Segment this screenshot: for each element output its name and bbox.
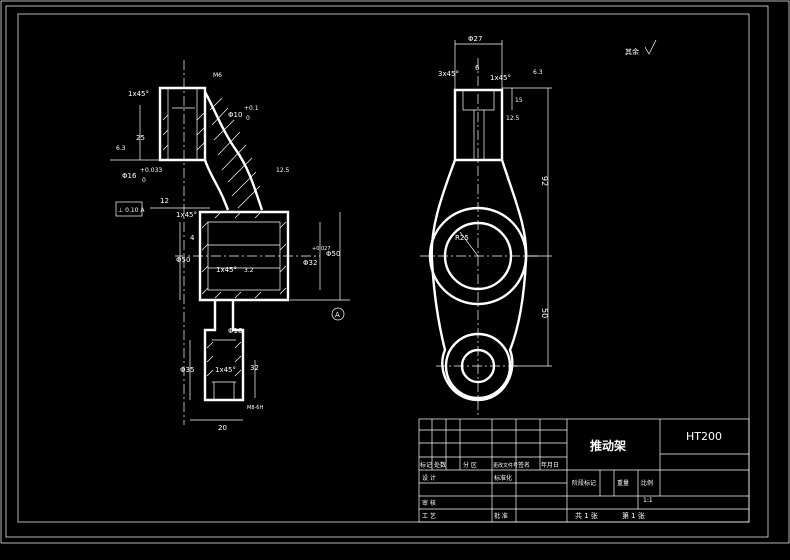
- right-rough-63-label: 6.3: [533, 69, 543, 76]
- right-top-bore: [473, 110, 485, 160]
- right-front-view: Φ27 6 3x45° 1x45° 6.3 92 50 R25 15 12.5: [420, 35, 552, 415]
- lower-hatching: [206, 341, 242, 377]
- r25-label: R25: [455, 234, 469, 242]
- rough-125-label: 12.5: [276, 167, 290, 174]
- datum-a-label: A: [335, 311, 340, 319]
- bore-dia-label: Φ10: [228, 111, 242, 119]
- header-cell-3: 更改文件号: [493, 462, 518, 469]
- design-label: 设 计: [422, 474, 436, 482]
- dim-50-right-label: Φ50: [326, 250, 340, 258]
- other-roughness-label: 其余: [625, 47, 639, 56]
- dim-35-label: Φ35: [180, 366, 194, 374]
- dim-25-label: 25: [136, 134, 145, 142]
- arm-inner-curve: [203, 159, 230, 211]
- approve-label: 批 准: [494, 512, 508, 520]
- dia16-label: Φ16: [122, 172, 137, 180]
- chamfer-low-label: 1x45°: [216, 266, 237, 274]
- sheet-no: 第 1 张: [622, 511, 645, 520]
- title-block-grid: [419, 419, 749, 522]
- process-label: 工 艺: [422, 512, 436, 520]
- datum-a-circle-icon: [331, 307, 345, 321]
- left-section-view: 1x45° Φ10 +0.1 0 Φ16 +0.033 0 25 12 4 Φ5…: [110, 60, 350, 432]
- title-block-frame: [418, 418, 750, 523]
- inner-frame: [17, 13, 750, 523]
- chamfer-top-label: 1x45°: [128, 90, 149, 98]
- chamfer-mid-label: 1x45°: [176, 211, 197, 219]
- dim-20-label: 20: [218, 424, 227, 432]
- dim-32-label: Φ32: [303, 259, 317, 267]
- right-top-boss: [453, 88, 504, 162]
- dia27-label: Φ27: [468, 35, 482, 43]
- datum-frame-label: ⊥ 0.10 A: [118, 207, 145, 214]
- chamfer-left-label: 3x45°: [438, 70, 459, 78]
- dim-12-label: 12: [160, 197, 169, 205]
- top-boss-bore: [167, 88, 198, 160]
- material-label: HT200: [686, 430, 722, 443]
- other-roughness-note: 其余: [625, 39, 657, 56]
- bore-tol-lower: 0: [246, 115, 250, 122]
- left-dimension-lines: [110, 105, 350, 421]
- chamfer-bot-label: 1x45°: [215, 366, 236, 374]
- dim-92-label: 92: [540, 176, 549, 186]
- part-name: 推动架: [590, 438, 626, 453]
- sheets-total: 共 1 张: [575, 511, 598, 520]
- tol-0-label: 0: [142, 177, 146, 184]
- border-frame: [5, 5, 769, 538]
- header-cell-0: 标记: [420, 461, 432, 469]
- arm-outer-curve: [203, 91, 264, 211]
- dim-50-right-label: 50: [540, 308, 549, 318]
- dim-15-label: 15: [515, 97, 523, 104]
- bore-tol-upper: +0.1: [244, 105, 259, 112]
- standardization-label: 标准化: [494, 474, 512, 482]
- dim-16-label: Φ16: [228, 327, 243, 335]
- header-cell-2: 分 区: [463, 461, 477, 469]
- stage-label: 阶段标记: [572, 479, 596, 487]
- lower-boss-outline: [203, 300, 245, 402]
- right-rough-125-label: 12.5: [506, 115, 520, 122]
- weight-label: 重量: [617, 479, 629, 487]
- scale-value: 1:1: [643, 497, 653, 504]
- header-cell-1: 处数: [434, 461, 446, 469]
- dim-6-label: 6: [475, 64, 480, 72]
- dim-32b-label: 32: [250, 364, 259, 372]
- header-cell-4: 签名: [518, 461, 530, 469]
- dim-m6-label: M6: [213, 72, 222, 79]
- lower-boss-bore: [212, 339, 236, 400]
- arm-hatching: [162, 97, 261, 209]
- tol-027-label: +0.027: [312, 246, 331, 252]
- middle-hub-outline: [198, 210, 290, 302]
- middle-hub-bore: [207, 221, 281, 291]
- datum-frame-box: [115, 201, 143, 217]
- dim-50-label: Φ50: [176, 256, 190, 264]
- rough-63-label: 6.3: [116, 145, 126, 152]
- right-top-slot: [462, 90, 495, 111]
- rough-32-label: 3.2: [244, 267, 254, 274]
- title-block: 推动架 HT200 标记 处数 分 区 更改文件号 签名 年月日 设 计 标准化…: [418, 418, 750, 523]
- review-label: 审 核: [422, 499, 436, 507]
- scale-label: 比例: [641, 479, 653, 487]
- roughness-symbol-icon: [644, 39, 657, 55]
- hub-hatching: [201, 211, 287, 299]
- dim-4-label: 4: [190, 234, 195, 242]
- tol-033-label: +0.033: [140, 167, 162, 174]
- chamfer-right-label: 1x45°: [490, 74, 511, 82]
- header-cell-5: 年月日: [541, 461, 559, 469]
- right-dimension-lines: [454, 40, 552, 367]
- outer-frame: [0, 0, 790, 544]
- thread-label: M8-6H: [247, 405, 263, 411]
